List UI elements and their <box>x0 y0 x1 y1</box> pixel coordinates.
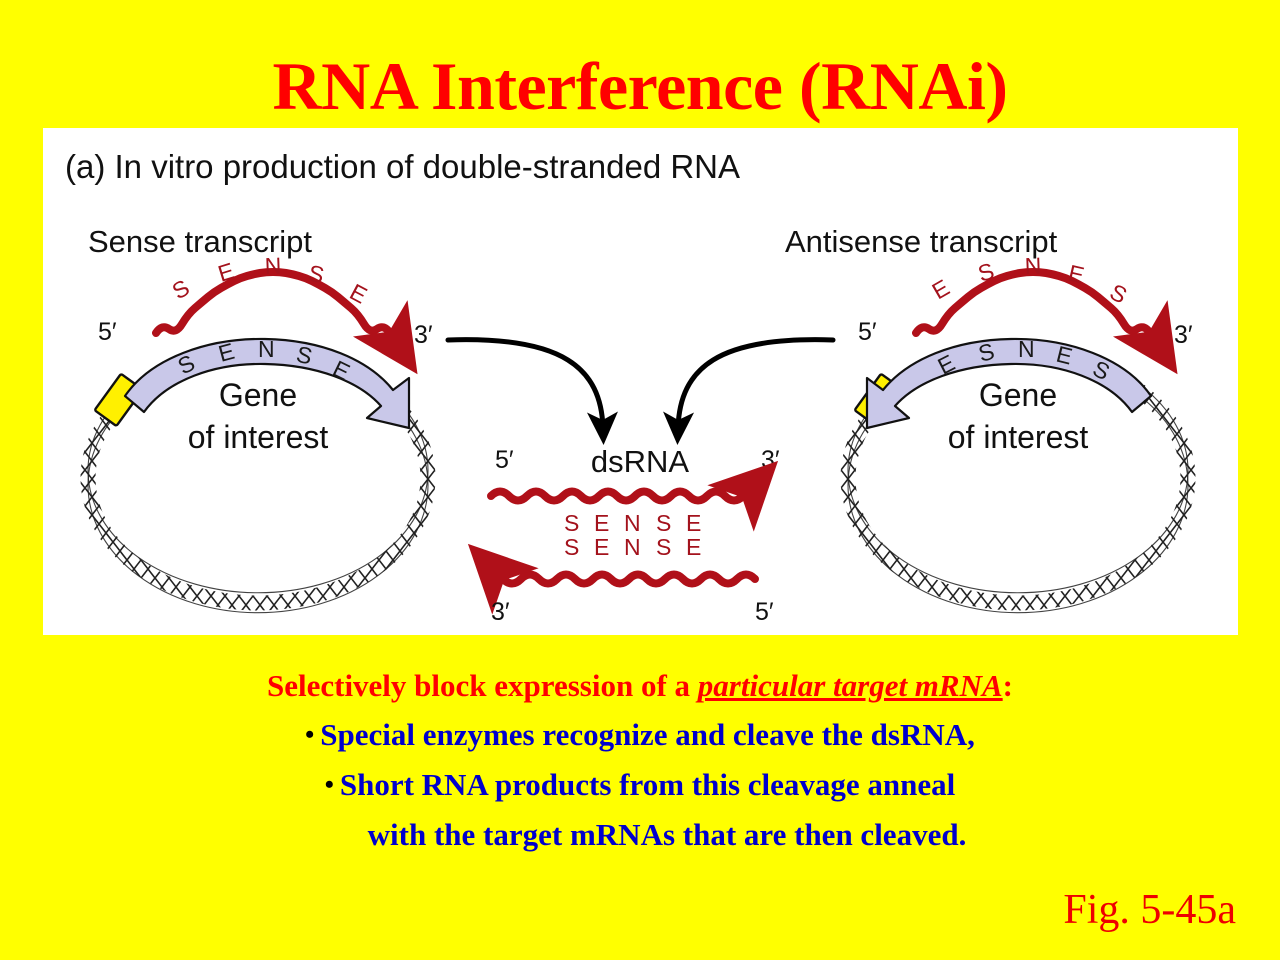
antisense-plasmid: E S N E S Gene of interest <box>840 336 1196 614</box>
gene-letter: E <box>216 338 238 367</box>
right-construct: Antisense transcript E S N E S <box>785 224 1196 614</box>
caption-headline: Selectively block expression of a partic… <box>0 662 1280 710</box>
dsrna-product: dsRNA 5′ 3′ S E N S E S E N S E 3′ <box>467 444 780 626</box>
dsrna-bottom-three-prime: 3′ <box>491 598 510 626</box>
dsrna-bottom-letters: S E N S E <box>564 534 701 560</box>
figure-credit: Fig. 5-45a <box>1063 887 1236 933</box>
rna-letter: N <box>264 252 282 279</box>
rna-letter: S <box>168 274 194 304</box>
rna-letter: E <box>928 274 954 304</box>
rna-letter: E <box>594 510 609 536</box>
caption-bullet-2: •Short RNA products from this cleavage a… <box>0 760 1280 810</box>
plasmid-label-line2: of interest <box>188 419 329 455</box>
sense-transcript-heading: Sense transcript <box>88 224 312 259</box>
page-title: RNA Interference (RNAi) <box>272 48 1008 124</box>
caption-head-suffix: : <box>1002 668 1013 703</box>
gene-letter: S <box>976 338 998 367</box>
sense-rna-strand <box>152 267 418 375</box>
rna-letter: E <box>1066 260 1087 289</box>
gene-letter: S <box>294 341 315 370</box>
gene-arrow-sense <box>123 337 411 430</box>
caption-bullet-text: Special enzymes recognize and cleave the… <box>320 717 975 752</box>
rna-letter: S <box>564 510 579 536</box>
plasmid-label-line2: of interest <box>948 419 1089 455</box>
rna-letter: S <box>306 260 327 289</box>
three-prime-label: 3′ <box>414 321 433 349</box>
caption-head-prefix: Selectively block expression of a <box>266 668 698 703</box>
antisense-transcript-heading: Antisense transcript <box>785 224 1058 259</box>
gene-arrow-letters-antisense: E S N E S <box>933 336 1114 385</box>
convergence-arrows <box>445 337 836 445</box>
caption-continuation: with the target mRNAs that are then clea… <box>367 817 967 852</box>
left-construct: Sense transcript S E N <box>80 224 436 614</box>
plasmid-label-line1: Gene <box>979 377 1057 413</box>
five-prime-label: 5′ <box>858 318 877 346</box>
gene-letter: E <box>1054 341 1075 370</box>
rna-letter: E <box>215 257 237 286</box>
figure-panel: (a) In vitro production of double-strand… <box>43 128 1238 635</box>
plasmid-label-line1: Gene <box>219 377 297 413</box>
caption-head-emphasis: particular target mRNA <box>697 668 1003 703</box>
bullet-dot-icon: • <box>305 720 315 749</box>
caption-bullet-1: •Special enzymes recognize and cleave th… <box>0 710 1280 760</box>
dsrna-top-letters: S E N S E <box>564 510 701 536</box>
bullet-dot-icon: • <box>324 770 334 799</box>
rna-letter: S <box>975 257 997 286</box>
dsrna-label: dsRNA <box>591 444 690 479</box>
caption-bullet-text: Short RNA products from this cleavage an… <box>339 767 956 802</box>
rna-letter: E <box>594 534 609 560</box>
rna-letter: N <box>624 510 641 536</box>
rna-letter: N <box>624 534 641 560</box>
sense-rna-letters: S E N S E <box>168 252 372 308</box>
three-prime-label: 3′ <box>1174 321 1193 349</box>
rnai-diagram: (a) In vitro production of double-strand… <box>65 148 1196 626</box>
gene-arrow-antisense <box>865 337 1153 430</box>
dsrna-top-three-prime: 3′ <box>761 446 780 474</box>
dsrna-bottom-five-prime: 5′ <box>755 598 774 626</box>
rna-letter: E <box>686 510 701 536</box>
five-prime-label: 5′ <box>98 318 117 346</box>
figure-panel-label: (a) In vitro production of double-strand… <box>65 148 740 185</box>
sense-plasmid: S E N S E Gene of interest <box>80 336 436 614</box>
dsrna-top-five-prime: 5′ <box>495 446 514 474</box>
caption-block: Selectively block expression of a partic… <box>0 662 1280 860</box>
antisense-rna-strand <box>912 267 1178 375</box>
rna-letter: S <box>564 534 579 560</box>
rna-letter: E <box>686 534 701 560</box>
gene-letter: N <box>1018 336 1035 362</box>
rna-letter: N <box>1024 252 1042 279</box>
rna-letter: S <box>656 534 671 560</box>
gene-letter: N <box>258 336 275 362</box>
rna-letter: S <box>656 510 671 536</box>
